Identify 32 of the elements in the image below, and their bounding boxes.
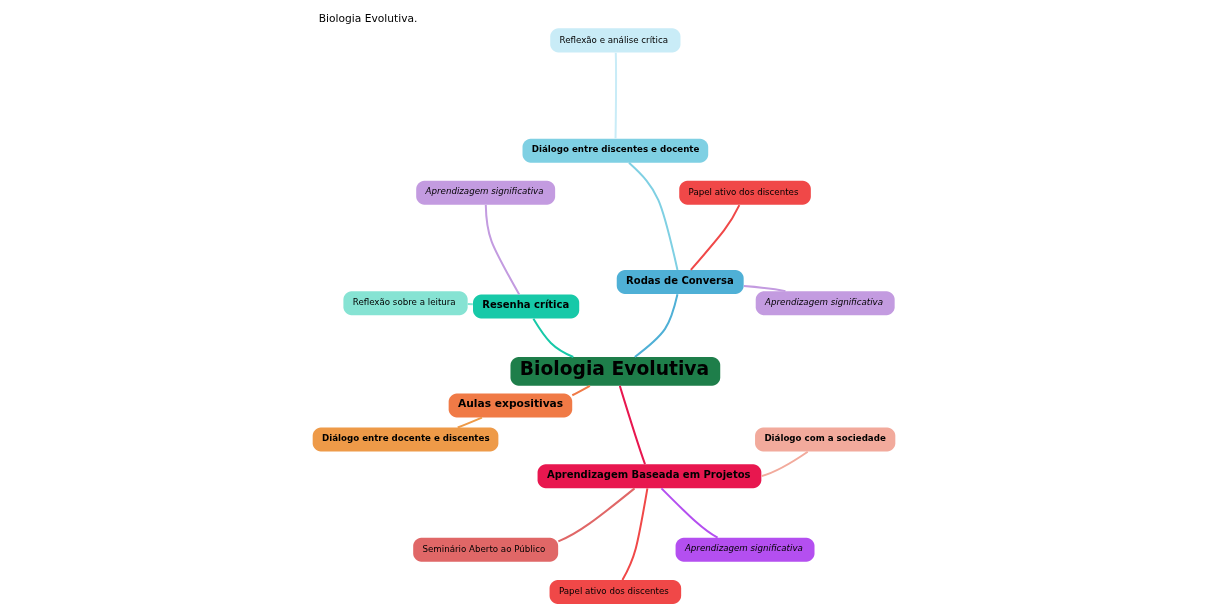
connector: [556, 487, 636, 543]
connector: [689, 204, 740, 271]
connector: [456, 416, 483, 429]
connector: [659, 487, 719, 539]
node-box: Papel ativo dos discentes: [678, 180, 811, 205]
node-box: Seminário Aberto ao Público: [412, 537, 558, 562]
connector: [531, 317, 574, 358]
node-box: Reflexão e análise crítica: [549, 28, 680, 53]
connector: [627, 161, 678, 271]
node-box: Rodas de Conversa: [616, 270, 744, 295]
node-box: Aprendizagem significativa: [755, 291, 895, 316]
node-box: Papel ativo dos discentes: [549, 579, 681, 604]
connector: [614, 51, 617, 140]
connector: [484, 203, 520, 296]
connector: [570, 384, 591, 397]
node-box: Aulas expositivas: [448, 393, 572, 418]
node-box: Diálogo entre docente e discentes: [312, 427, 498, 452]
connector: [633, 293, 678, 358]
node-box: Diálogo entre discentes e docente: [522, 138, 708, 163]
node-box: Resenha crítica: [472, 294, 579, 319]
connector: [618, 384, 646, 466]
node-box: Diálogo com a sociedade: [754, 427, 895, 452]
node-box: Aprendizagem Baseada em Projetos: [537, 464, 761, 489]
connector: [620, 487, 648, 581]
node-box: Aprendizagem significativa: [675, 537, 814, 562]
node-box: Biologia Evolutiva: [510, 357, 720, 386]
connector: [742, 285, 786, 293]
connector: [760, 450, 809, 478]
caption: Biologia Evolutiva.: [318, 12, 417, 26]
connector: [466, 303, 474, 306]
node-box: Aprendizagem significativa: [415, 180, 555, 205]
node-box: Reflexão sobre a leitura: [342, 291, 468, 316]
